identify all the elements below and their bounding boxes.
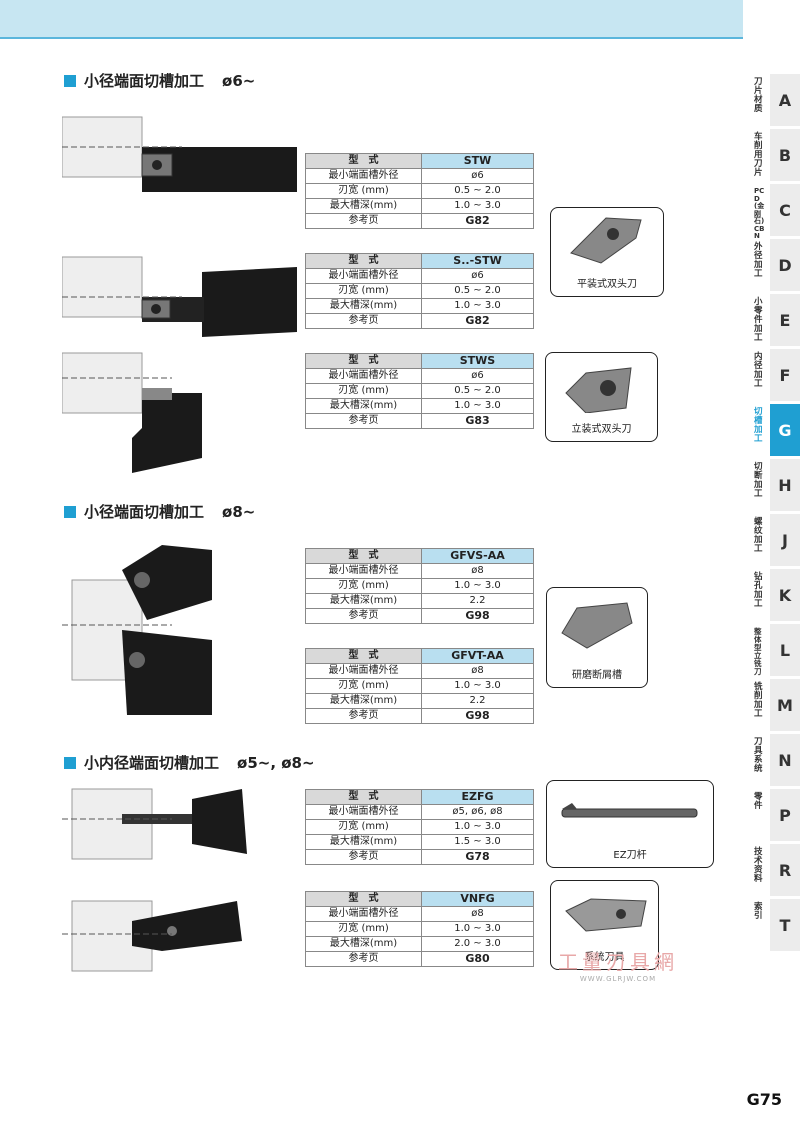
page-ref-link[interactable]: G83 bbox=[421, 413, 534, 429]
page-ref-link[interactable]: G78 bbox=[421, 849, 534, 865]
tool-diagram-ezfg bbox=[62, 788, 247, 860]
tool-diagram-stw bbox=[62, 116, 297, 192]
ez-holder-photo: EZ刀杆 bbox=[546, 780, 714, 868]
holder-image bbox=[561, 803, 698, 818]
page-ref-link[interactable]: G98 bbox=[421, 708, 534, 724]
insert-image bbox=[565, 898, 647, 932]
bullet-square bbox=[64, 756, 76, 769]
insert-photo-vertical-double: 立装式双头刀 bbox=[545, 352, 658, 442]
insert-photo-flat-double: 平装式双头刀 bbox=[550, 207, 664, 297]
page-ref-link[interactable]: G82 bbox=[421, 313, 534, 329]
tool-diagram-stws bbox=[62, 352, 202, 473]
system-tool-photo: 系统刀具 bbox=[550, 880, 659, 970]
insert-image bbox=[561, 602, 633, 649]
insert-photo-ground-chipbreaker: 研磨断屑槽 bbox=[546, 587, 648, 688]
tool-diagram-s-stw bbox=[62, 256, 297, 337]
tool-diagram-vnfg bbox=[62, 900, 242, 972]
top-banner bbox=[0, 0, 743, 39]
page-ref-link[interactable]: G98 bbox=[421, 608, 534, 624]
insert-image bbox=[570, 217, 642, 264]
page-ref-link[interactable]: G80 bbox=[421, 951, 534, 967]
tool-diagram-gfv bbox=[62, 545, 212, 715]
page-number: G75 bbox=[746, 1090, 782, 1109]
bullet-square bbox=[64, 74, 76, 87]
page-ref-link[interactable]: G82 bbox=[421, 213, 534, 229]
insert-image bbox=[565, 367, 632, 414]
bullet-square bbox=[64, 505, 76, 518]
watermark: 工量刃具網 WWW.GLRJW.COM bbox=[558, 950, 678, 983]
